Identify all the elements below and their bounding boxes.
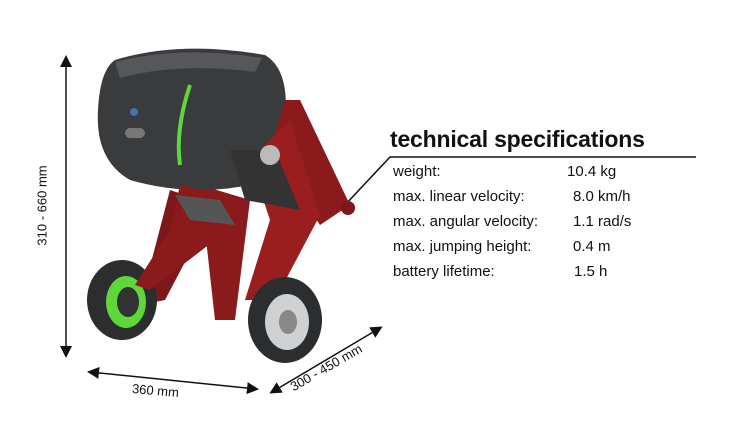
depth-arrow	[269, 326, 383, 394]
spec-value-linear-velocity: 8.0 km/h	[573, 188, 631, 205]
spec-label-angular-velocity: max. angular velocity:	[393, 213, 539, 230]
spec-value-angular-velocity: 1.1 rad/s	[573, 213, 632, 230]
height-dimension-label: 310 - 660 mm	[34, 165, 50, 246]
spec-label-battery-lifetime: battery lifetime:	[393, 263, 495, 280]
width-arrow	[87, 366, 259, 395]
callout-line	[344, 156, 696, 206]
spec-value-weight: 10.4 kg	[567, 163, 617, 180]
spec-label-jumping-height: max. jumping height:	[393, 238, 532, 255]
specs-title: technical specifications	[390, 126, 645, 152]
spec-label-weight: weight:	[393, 163, 441, 180]
spec-label-linear-velocity: max. linear velocity:	[393, 188, 525, 205]
spec-value-jumping-height: 0.4 m	[573, 238, 611, 255]
spec-value-battery-lifetime: 1.5 h	[574, 263, 608, 280]
